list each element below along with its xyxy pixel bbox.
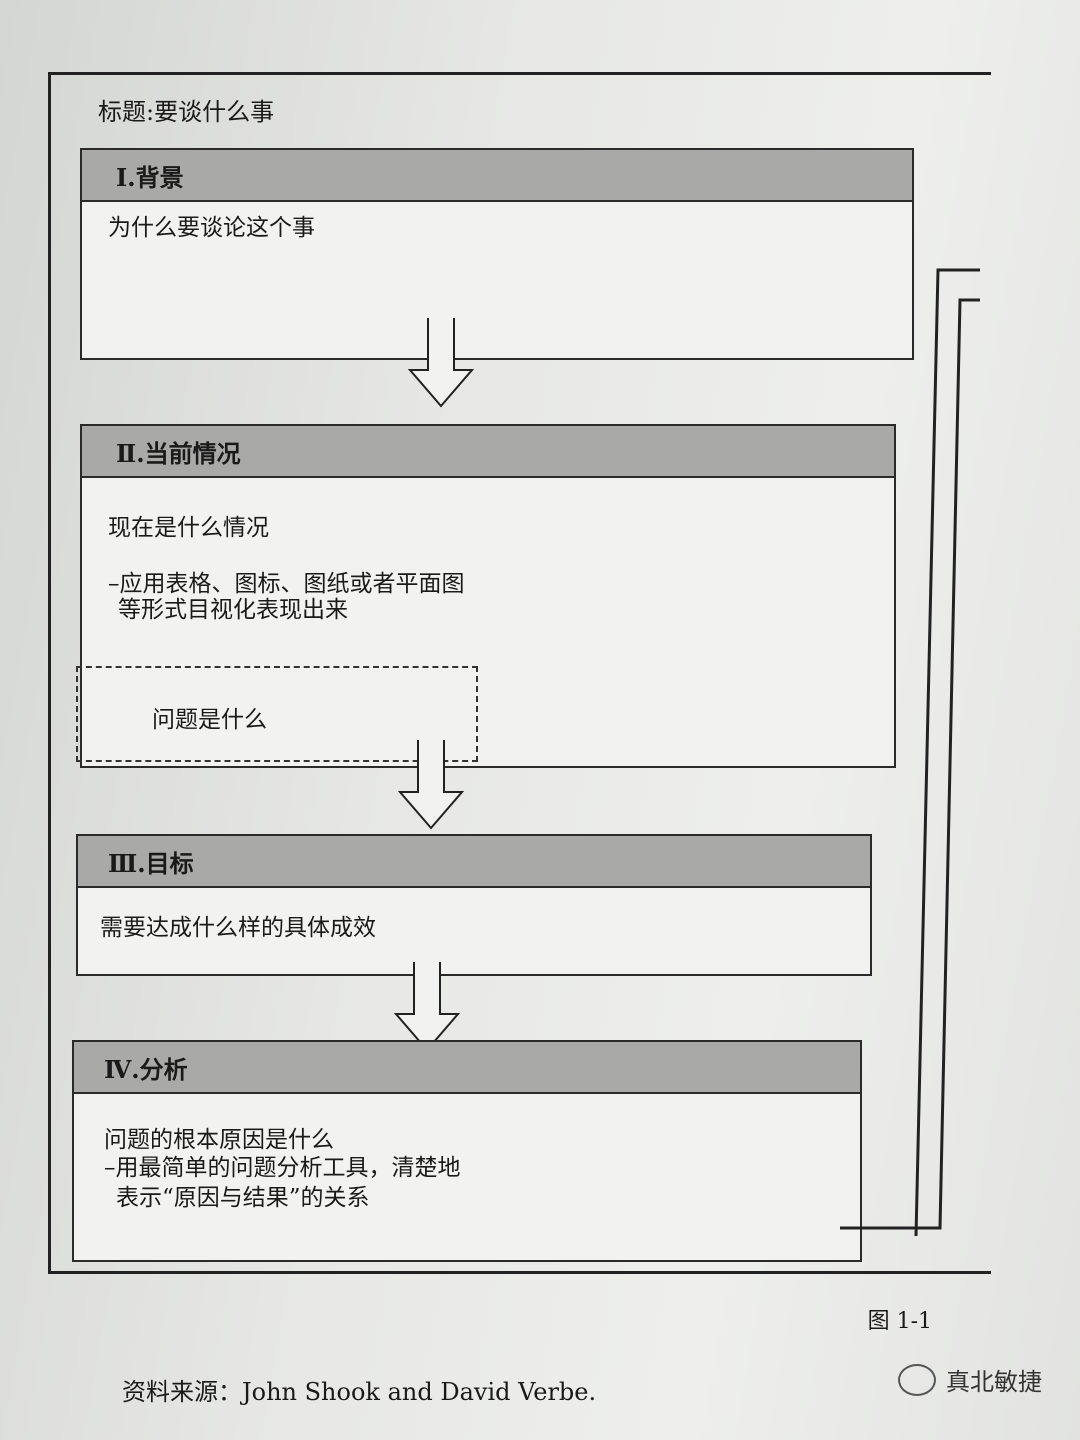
section-header: Ⅱ.当前情况 (82, 426, 894, 478)
section-line: –应用表格、图标、图纸或者平面图 (108, 571, 465, 597)
problem-box: 问题是什么 (76, 666, 478, 762)
section-line: 问题的根本原因是什么 (104, 1127, 334, 1153)
section-line: 表示“原因与结果”的关系 (116, 1185, 370, 1211)
section-background: Ⅰ.背景 为什么要谈论这个事 (80, 148, 914, 360)
section-line: 为什么要谈论这个事 (108, 215, 315, 241)
section-goal: Ⅲ.目标 需要达成什么样的具体成效 (76, 834, 872, 976)
problem-label: 问题是什么 (152, 707, 267, 733)
source-note: 资料来源：John Shook and David Verbe. (122, 1378, 597, 1406)
watermark-text: 真北敏捷 (946, 1368, 1042, 1396)
down-arrow-icon (408, 318, 474, 408)
section-header: Ⅲ.目标 (78, 836, 870, 888)
section-header: Ⅰ.背景 (82, 150, 912, 202)
figure-caption: 图 1-1 (867, 1309, 932, 1334)
page-title: 标题:要谈什么事 (98, 98, 275, 126)
section-line: 需要达成什么样的具体成效 (100, 915, 376, 941)
section-line: 现在是什么情况 (108, 515, 269, 541)
section-line: –用最简单的问题分析工具，清楚地 (104, 1155, 461, 1181)
down-arrow-icon (398, 740, 464, 830)
section-header: Ⅳ.分析 (74, 1042, 860, 1094)
section-current-situation: Ⅱ.当前情况 现在是什么情况 –应用表格、图标、图纸或者平面图 等形式目视化表现… (80, 424, 896, 768)
outer-frame (48, 72, 991, 1274)
chat-icon (898, 1363, 936, 1396)
section-analysis: Ⅳ.分析 问题的根本原因是什么 –用最简单的问题分析工具，清楚地 表示“原因与结… (72, 1040, 862, 1262)
watermark: 真北敏捷 (898, 1362, 1042, 1397)
feedback-loop-line (840, 268, 980, 1237)
section-line: 等形式目视化表现出来 (118, 597, 348, 623)
